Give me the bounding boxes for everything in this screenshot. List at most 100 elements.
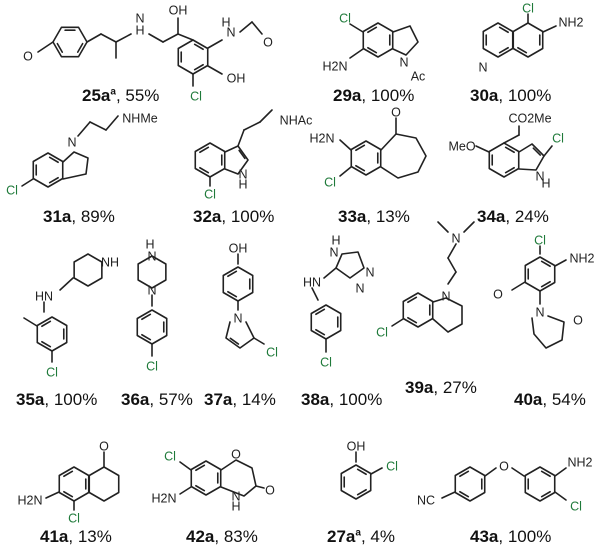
atom-label-h: H [135, 24, 144, 38]
atom-label-hn: HN [303, 276, 321, 290]
bond [23, 317, 38, 327]
bond [339, 139, 352, 151]
atom-label-oh: OH [347, 440, 366, 454]
atom-label-cl: Cl [324, 176, 336, 190]
bond [162, 33, 179, 43]
atom-label-n: N [451, 232, 460, 246]
atom-label-cl: Cl [164, 450, 176, 464]
compound-label-36a: 36a, 57% [121, 390, 193, 409]
bond-path [220, 459, 257, 497]
compound-label-38a: 38a, 100% [301, 390, 383, 409]
bond [37, 41, 54, 53]
compound-label-39a: 39a, 27% [405, 378, 477, 397]
bond-path [524, 256, 556, 292]
bond [370, 467, 383, 475]
bond [475, 145, 490, 153]
bond-path [531, 315, 565, 349]
bond-path [177, 39, 209, 75]
bond-path [482, 22, 514, 58]
atom-label-oh: OH [229, 242, 248, 256]
bond [77, 121, 91, 137]
double-bond [498, 46, 509, 54]
atom-label-h: H [331, 234, 340, 248]
double-bond [504, 166, 515, 174]
bond-path [190, 460, 222, 496]
atom-label-n: N [365, 266, 374, 280]
bond [543, 145, 553, 157]
bond-path [310, 304, 342, 340]
bond-path [362, 22, 394, 58]
bond [207, 39, 223, 49]
atom-label-cl: Cl [376, 326, 388, 340]
double-bond [227, 290, 238, 298]
bond-path [73, 253, 103, 287]
double-bond [540, 490, 551, 498]
bond-path [392, 25, 419, 56]
bond [339, 166, 352, 177]
compound-label-37a: 37a, 14% [204, 390, 276, 409]
bond-path [380, 133, 427, 179]
bond [255, 485, 265, 489]
bond [511, 281, 526, 291]
atom-label-o: O [23, 50, 33, 64]
bond [554, 259, 567, 267]
double-bond [141, 333, 152, 341]
atom-label-cl: Cl [320, 356, 332, 370]
bond [447, 243, 457, 259]
double-bond [238, 149, 246, 160]
atom-label-oh: OH [169, 4, 188, 18]
compound-label-35a: 35a, 100% [16, 390, 98, 409]
compound-label-34a: 34a, 24% [477, 207, 549, 226]
double-bond [199, 166, 210, 174]
double-bond [63, 490, 74, 498]
bond [323, 267, 337, 279]
atom-label-n: N [535, 306, 544, 320]
bond-path [432, 297, 463, 333]
bond [349, 48, 364, 59]
compound-label-25a: 25aa, 55% [82, 86, 160, 105]
double-bond [195, 464, 206, 472]
bond-path [518, 143, 545, 171]
bond-path [335, 251, 365, 279]
bond [511, 467, 525, 477]
bond [100, 33, 117, 43]
bond-path [454, 466, 486, 502]
bond [391, 318, 404, 327]
bond-path [137, 255, 167, 289]
compound-label-42a: 42a, 83% [186, 527, 258, 546]
double-bond [315, 308, 326, 316]
double-bond [199, 146, 210, 154]
bond [441, 491, 456, 499]
bond [239, 21, 253, 33]
atom-label-cl: Cl [266, 346, 278, 360]
bond-path [52, 26, 88, 58]
atom-label-n: N [238, 168, 247, 182]
bond-path [224, 145, 249, 175]
atom-label-o: O [99, 440, 109, 454]
bond [243, 121, 261, 131]
bond [179, 461, 192, 471]
atom-label-nh: NH [101, 256, 119, 270]
atom-label-nhac: NHAc [280, 114, 313, 128]
compound-label-27a: 27aa, 4% [327, 527, 395, 546]
double-bond [407, 316, 418, 324]
atom-label-n: N [135, 12, 144, 26]
bond-path [350, 140, 382, 176]
double-bond [56, 42, 64, 53]
double-bond [459, 470, 470, 478]
double-bond [459, 490, 470, 498]
atom-label-h2n: H2N [309, 132, 334, 146]
double-bond [41, 340, 52, 348]
double-bond [195, 484, 206, 492]
bond-path [222, 266, 254, 302]
double-bond [356, 488, 367, 496]
atom-label-n: N [399, 56, 408, 70]
atom-label-nh2: NH2 [558, 16, 583, 30]
bond [503, 134, 520, 144]
